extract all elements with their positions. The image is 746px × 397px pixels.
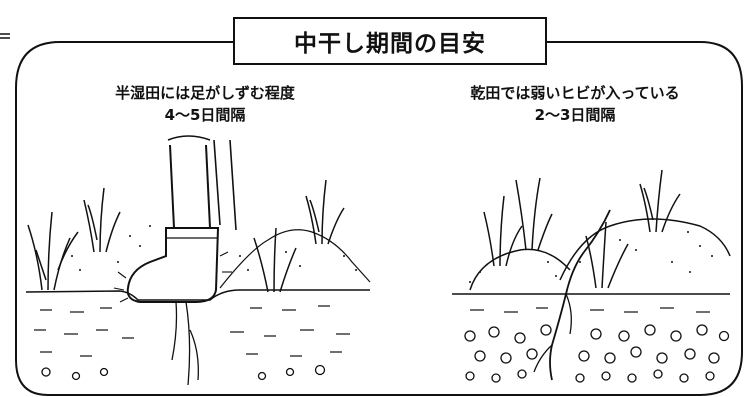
boot xyxy=(126,227,220,303)
right-scene-dry-field xyxy=(452,169,731,383)
right-caption-text: 乾田では弱いヒビが入っている xyxy=(470,84,680,102)
outer-frame xyxy=(15,41,743,396)
left-scene-half-wet-field xyxy=(25,135,371,386)
right-interval-text: 2～3日間隔 xyxy=(534,106,616,124)
page-title: 中干し期間の目安 xyxy=(294,31,486,57)
left-ground-line xyxy=(25,289,370,301)
title-box: 中干し期間の目安 xyxy=(233,17,547,65)
left-interval-text: 4～5日間隔 xyxy=(164,106,246,124)
left-caption: 半湿田には足がしずむ程度 4～5日間隔 xyxy=(70,82,340,126)
right-caption: 乾田では弱いヒビが入っている 2～3日間隔 xyxy=(440,82,710,126)
boot-leg xyxy=(169,144,211,229)
dry-crack xyxy=(549,209,611,381)
left-caption-text: 半湿田には足がしずむ程度 xyxy=(115,84,295,102)
